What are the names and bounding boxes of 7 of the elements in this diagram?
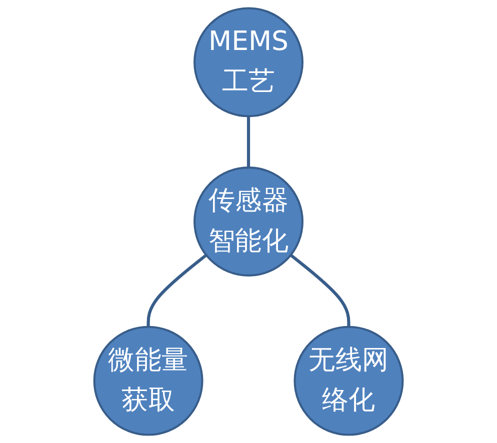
node-circle: 微能量获取 [93, 326, 204, 436]
node-circle: 传感器智能化 [194, 166, 304, 276]
connector [290, 254, 350, 327]
connector [146, 254, 208, 327]
node-circle: 无线网络化 [294, 326, 404, 436]
node-circle: MEMS工艺 [194, 7, 304, 118]
connector [246, 116, 250, 168]
